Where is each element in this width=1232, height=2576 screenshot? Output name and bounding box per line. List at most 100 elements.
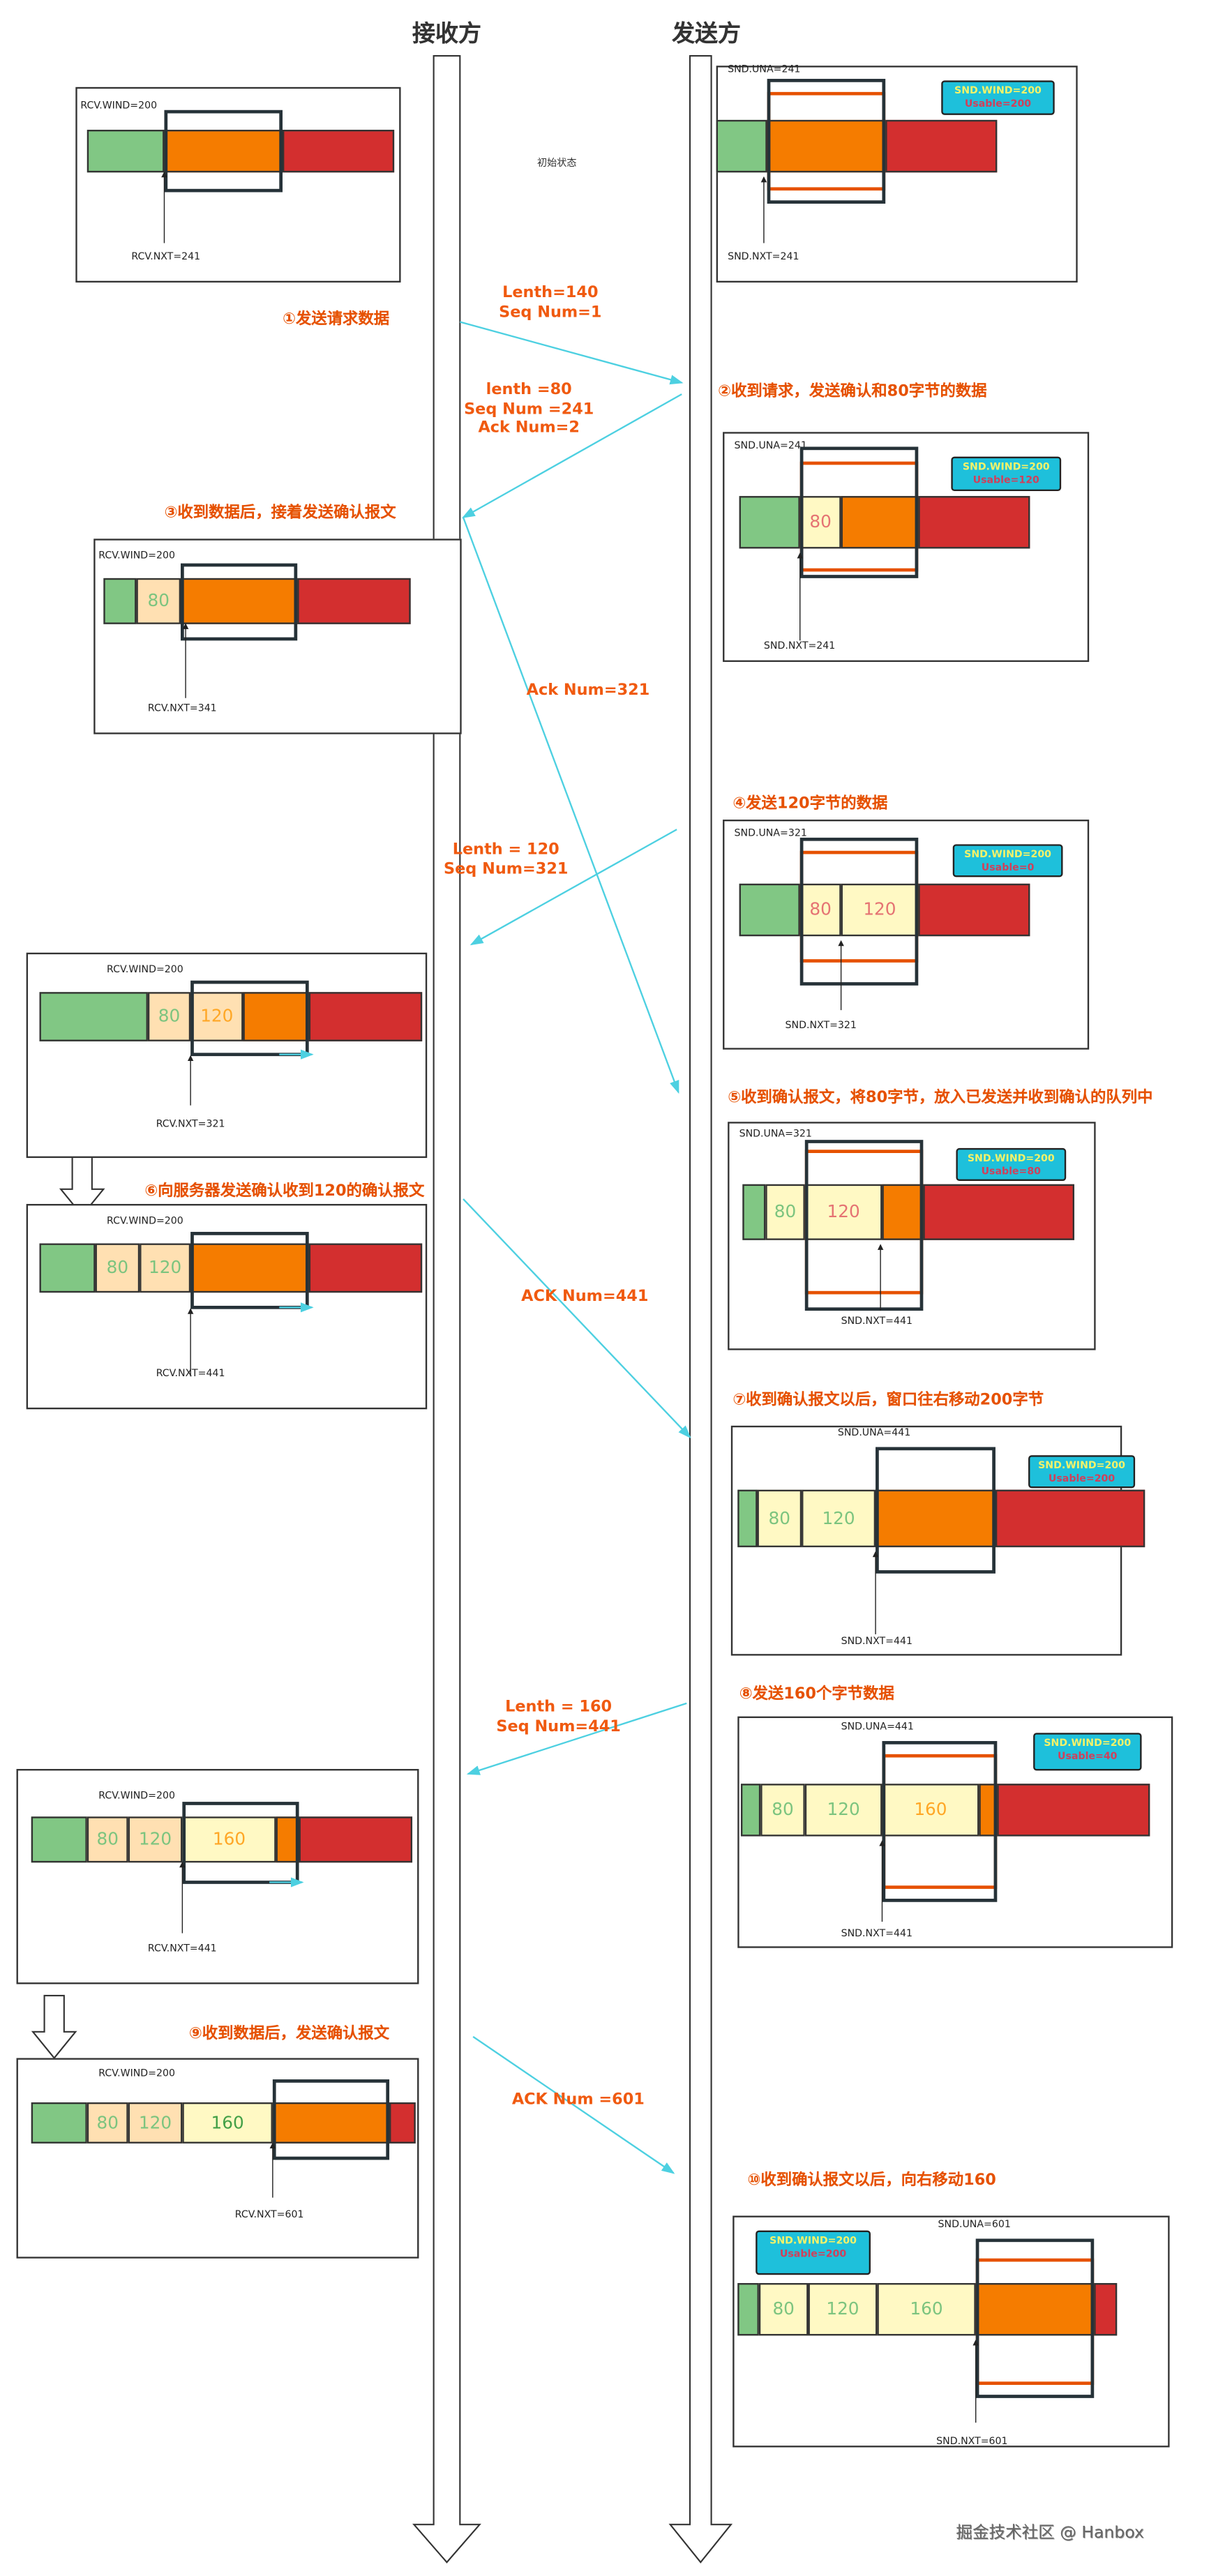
- message-line: Ack Num=2: [478, 419, 580, 437]
- snd-una-label: SND.UNA=241: [734, 440, 807, 452]
- not-allowed-segment: [918, 883, 1030, 937]
- sent-unacked-segment: 80: [765, 1184, 805, 1240]
- acked-segment: [103, 578, 137, 624]
- received-segment: 80: [147, 992, 191, 1041]
- step-label-4: ④发送120字节的数据: [733, 794, 888, 813]
- message-arrow-5: [463, 1198, 691, 1439]
- message-label-3: Ack Num=321: [527, 681, 650, 700]
- rcv-nxt-label: RCV.NXT=341: [147, 702, 217, 715]
- rcv-nxt-label: RCV.NXT=441: [147, 1943, 217, 1955]
- rcv-wind-label: RCV.WIND=200: [98, 1790, 175, 1802]
- not-allowed-segment: [308, 1243, 423, 1293]
- step-label-7: ⑦收到确认报文以后，窗口往右移动200字节: [733, 1391, 1044, 1410]
- window-frame: [272, 2079, 390, 2160]
- footer-watermark: 掘金技术社区 @ Hanbox: [956, 2524, 1144, 2543]
- window-frame: [190, 980, 309, 1057]
- step-label-9: ⑨收到数据后，发送确认报文: [188, 2025, 390, 2044]
- acked-segment: [739, 496, 800, 549]
- rcv-nxt-label: RCV.NXT=241: [131, 251, 201, 263]
- sent-unacked-segment: 120: [808, 2283, 878, 2336]
- snd-nxt-label: SND.NXT=321: [785, 1020, 857, 1032]
- message-arrow-7: [472, 2035, 675, 2174]
- acked-segment: [737, 1489, 758, 1548]
- acked-segment: [87, 130, 165, 173]
- acked-segment: [742, 1184, 766, 1240]
- acked-segment: [716, 119, 767, 173]
- rcv-wind-label: RCV.WIND=200: [98, 550, 175, 562]
- message-line: ACK Num =601: [511, 2091, 645, 2109]
- sent-unacked-segment: 80: [760, 1784, 805, 1837]
- acked-segment: [740, 1784, 761, 1837]
- window-frame: [181, 563, 298, 641]
- message-line: Lenth = 120: [452, 841, 559, 859]
- sent-unacked-segment: 80: [799, 883, 841, 937]
- not-allowed-segment: [1094, 2283, 1118, 2336]
- sent-unacked-segment: 80: [758, 2283, 809, 2336]
- sender-lifeline: [668, 55, 733, 2564]
- message-arrow-6: [466, 1702, 687, 1775]
- receiver-window-panel: [93, 538, 462, 735]
- not-allowed-segment: [283, 130, 395, 173]
- acked-segment: [31, 2102, 87, 2144]
- snd-nxt-label: SND.NXT=241: [728, 251, 799, 263]
- rcv-wind-label: RCV.WIND=200: [98, 2067, 175, 2080]
- window-frame: [876, 1447, 996, 1574]
- step-label-5: ⑤收到确认报文，将80字节，放入已发送并收到确认的队列中: [728, 1089, 1153, 1108]
- snd-una-label: SND.UNA=601: [938, 2219, 1011, 2231]
- sent-unacked-segment: 80: [799, 496, 841, 549]
- snd-wind-value: SND.WIND=200: [962, 461, 1050, 474]
- message-arrow-4: [469, 829, 677, 946]
- sent-unacked-segment: 160: [877, 2283, 976, 2336]
- transition-down-arrow-icon: [59, 1152, 105, 1217]
- rcv-nxt-label: RCV.NXT=321: [156, 1118, 225, 1131]
- not-allowed-segment: [997, 1784, 1150, 1837]
- acked-segment: [737, 2283, 759, 2336]
- step-label-8: ⑧发送160个字节数据: [739, 1685, 894, 1703]
- message-line: Seq Num=321: [444, 859, 569, 878]
- sent-unacked-segment: 120: [802, 1489, 876, 1548]
- receiver-header: 接收方: [412, 21, 481, 48]
- received-segment: 120: [128, 2102, 183, 2144]
- not-allowed-segment: [923, 1184, 1074, 1240]
- usable-window-segment: [181, 578, 298, 624]
- snd-una-label: SND.UNA=321: [734, 827, 807, 840]
- usable-value: Usable=200: [964, 98, 1032, 110]
- usable-value: Usable=0: [981, 862, 1035, 874]
- window-frame: [767, 79, 886, 204]
- sent-unacked-segment: 160: [182, 2102, 273, 2144]
- step-label-3: ③收到数据后，接着发送确认报文: [164, 504, 396, 522]
- step-label-6: ⑥向服务器发送确认收到120的确认报文: [144, 1182, 425, 1201]
- snd-wind-value: SND.WIND=200: [769, 2235, 857, 2247]
- snd-una-label: SND.UNA=441: [837, 1427, 911, 1439]
- window-frame: [799, 446, 919, 578]
- message-line: Seq Num=441: [496, 1717, 621, 1735]
- acked-segment: [39, 992, 148, 1041]
- snd-una-label: SND.UNA=441: [841, 1721, 914, 1733]
- message-line: lenth =80: [486, 381, 572, 400]
- transition-down-arrow-icon: [31, 1994, 77, 2060]
- snd-nxt-label: SND.NXT=441: [841, 1636, 912, 1648]
- usable-window-segment: [841, 496, 919, 549]
- message-arrow-1: [460, 321, 684, 385]
- not-allowed-segment: [299, 1816, 413, 1863]
- usable-value: Usable=40: [1058, 1751, 1118, 1763]
- received-segment: 120: [128, 1816, 183, 1863]
- received-segment: 80: [136, 578, 181, 624]
- snd-nxt-label: SND.NXT=441: [841, 1928, 912, 1940]
- sent-unacked-segment: 160: [882, 1784, 979, 1837]
- sent-unacked-segment: 120: [841, 883, 919, 937]
- snd-nxt-label: SND.NXT=441: [841, 1316, 912, 1327]
- snd-wind-value: SND.WIND=200: [967, 1152, 1055, 1165]
- acked-segment: [39, 1243, 96, 1293]
- rcv-wind-label: RCV.WIND=200: [80, 100, 158, 112]
- message-line: Lenth=140: [502, 284, 599, 303]
- not-allowed-segment: [308, 992, 423, 1041]
